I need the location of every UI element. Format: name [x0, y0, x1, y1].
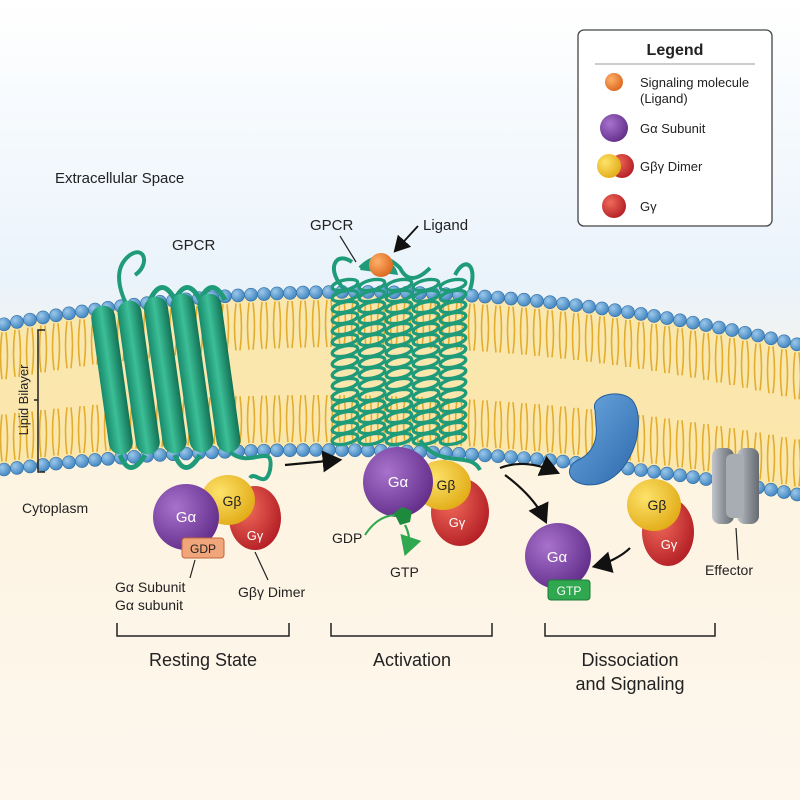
gbg-dimer-label: Gβγ Dimer — [238, 584, 306, 600]
g-alpha-subunit-label-1: Gα Subunit — [115, 579, 185, 595]
arrow-to-effector — [499, 455, 561, 476]
g-alpha-label-resting: Gα — [176, 509, 197, 526]
g-alpha-gtp-dissociated — [525, 523, 591, 601]
stage-resting-label: Resting State — [149, 650, 257, 670]
cytoplasm-label: Cytoplasm — [22, 500, 88, 516]
stage-brackets — [116, 623, 716, 637]
gtp-label-dissociated: GTP — [557, 584, 582, 598]
ligand-label: Ligand — [423, 217, 468, 234]
g-alpha-label-active: Gα — [388, 474, 409, 491]
legend-title: Legend — [647, 42, 704, 59]
gbg-dimer-dissociated — [627, 479, 694, 566]
legend-swatch-ggamma — [602, 194, 626, 218]
arrow-to-galpha — [504, 474, 549, 524]
ligand-molecule — [369, 253, 393, 277]
g-alpha-label-dissociated: Gα — [547, 549, 568, 566]
gtp-binding-label: GTP — [390, 564, 419, 580]
ion-channel — [712, 448, 759, 524]
lipid-bilayer-label: Lipid Bilayer — [16, 364, 31, 435]
g-beta-label-resting: Gβ — [223, 493, 242, 509]
g-alpha-shape-resting — [153, 484, 219, 550]
lipid-bilayer-bracket: Lipid Bilayer — [16, 329, 45, 473]
stage-activation-label: Activation — [373, 650, 451, 670]
gpcr-active-label: GPCR — [310, 217, 354, 234]
legend-swatch-ligand — [605, 73, 623, 91]
g-gamma-label-dissociated: Gγ — [661, 537, 678, 552]
legend-item-ligand-line1: Signaling molecule — [640, 75, 749, 90]
gdp-tag-resting — [181, 537, 225, 559]
effector-enzyme — [569, 393, 639, 486]
gpcr-resting-label: GPCR — [172, 237, 216, 254]
gpcr-resting-receptor — [91, 250, 273, 482]
effector-label: Effector — [705, 562, 753, 578]
g-protein-resting — [153, 475, 281, 559]
gpcr-active-pointer — [339, 235, 357, 263]
gdp-release-label: GDP — [332, 530, 362, 546]
legend-item-ggamma: Gγ — [640, 199, 657, 214]
stage-dissociation-label-1: Dissociation — [581, 650, 678, 670]
gbg-dimer-pointer — [254, 551, 269, 581]
arrow-gbg-to-galpha — [591, 547, 631, 573]
legend-item-ligand-line2: (Ligand) — [640, 91, 688, 106]
g-gamma-label-active: Gγ — [449, 515, 466, 530]
extracellular-space-label: Extracellular Space — [55, 170, 184, 187]
legend-swatch-gbg-beta — [597, 154, 621, 178]
g-beta-label-dissociated: Gβ — [648, 497, 667, 513]
g-alpha-shape-active — [363, 447, 433, 517]
g-beta-label-active: Gβ — [437, 477, 456, 493]
g-protein-active — [363, 447, 489, 546]
legend-box — [577, 29, 773, 227]
legend-item-galpha: Gα Subunit — [640, 121, 706, 136]
g-alpha-subunit-label-2: Gα subunit — [115, 597, 183, 613]
effector-pointer — [735, 527, 739, 561]
stage-dissociation-label-2: and Signaling — [575, 674, 684, 694]
legend-item-gbg: Gβγ Dimer — [640, 159, 703, 174]
legend-swatch-galpha — [600, 114, 628, 142]
gpcr-active-receptor — [330, 256, 482, 472]
g-alpha-pointer — [189, 559, 196, 579]
ligand-arrow — [393, 225, 419, 253]
g-gamma-label-resting: Gγ — [247, 528, 264, 543]
arrow-to-activation — [284, 450, 343, 473]
gdp-label-resting: GDP — [190, 542, 216, 556]
gdp-gtp-exchange — [364, 507, 422, 557]
